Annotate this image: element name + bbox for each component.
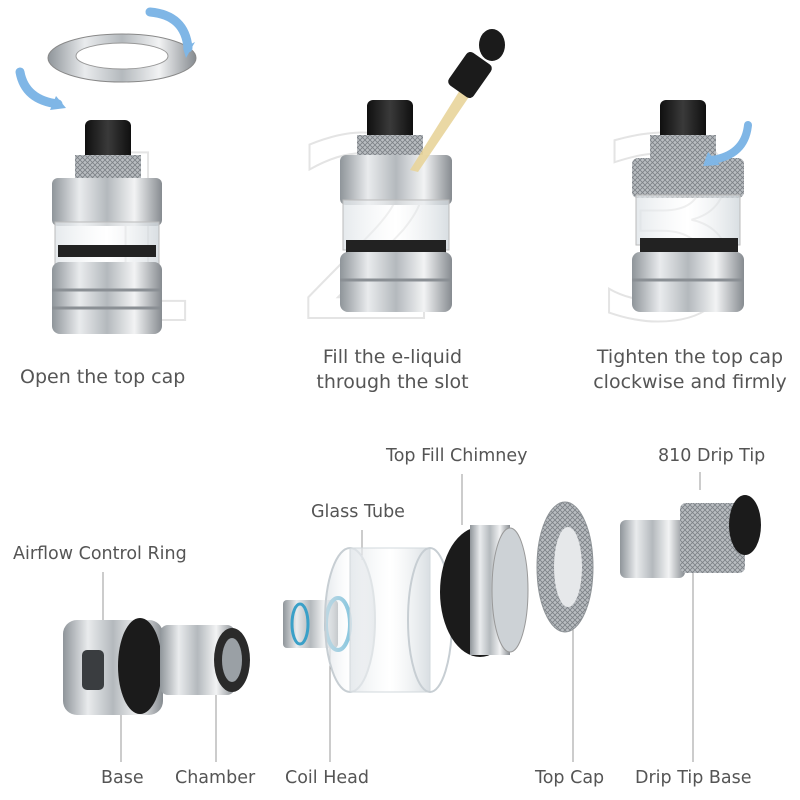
rotate-arrow-icon (145, 7, 193, 53)
dropper-icon (410, 29, 505, 172)
exploded-view (63, 472, 761, 762)
base-part (63, 618, 163, 715)
label-base: Base (101, 768, 144, 788)
step-3-caption: Tighten the top cap clockwise and firmly (590, 345, 790, 395)
step-2-caption-line1: Fill the e-liquid (322, 346, 463, 368)
step-2-caption-line2: through the slot (316, 371, 469, 393)
label-top-cap: Top Cap (535, 768, 605, 788)
label-coil-head: Coil Head (285, 768, 369, 788)
label-chamber: Chamber (175, 768, 256, 788)
label-810-drip-tip: 810 Drip Tip (658, 446, 766, 466)
leader-lines (102, 472, 701, 762)
glass-tube-part (324, 547, 453, 693)
label-airflow-control-ring: Airflow Control Ring (13, 544, 187, 564)
drip-tip (85, 120, 131, 162)
label-top-fill-chimney: Top Fill Chimney (386, 446, 528, 466)
step-3-illustration: 3 (589, 85, 752, 378)
label-drip-tip-base: Drip Tip Base (635, 768, 752, 788)
rotate-arrow-icon (15, 67, 63, 109)
chamber-part (160, 625, 250, 695)
step-1-illustration: 1 (15, 7, 207, 376)
top-cap-part (536, 501, 594, 633)
step-3-caption-line2: clockwise and firmly (593, 371, 787, 393)
label-glass-tube: Glass Tube (311, 502, 405, 522)
drip-tip-part (620, 495, 761, 578)
top-fill-chimney-part (440, 525, 529, 657)
clockwise-arrow-icon (708, 121, 752, 164)
step-2-caption: Fill the e-liquid through the slot (300, 345, 485, 395)
step-2-illustration: 2 (289, 29, 505, 378)
step-1-caption: Open the top cap (20, 366, 186, 388)
step-3-caption-line1: Tighten the top cap (596, 346, 784, 368)
